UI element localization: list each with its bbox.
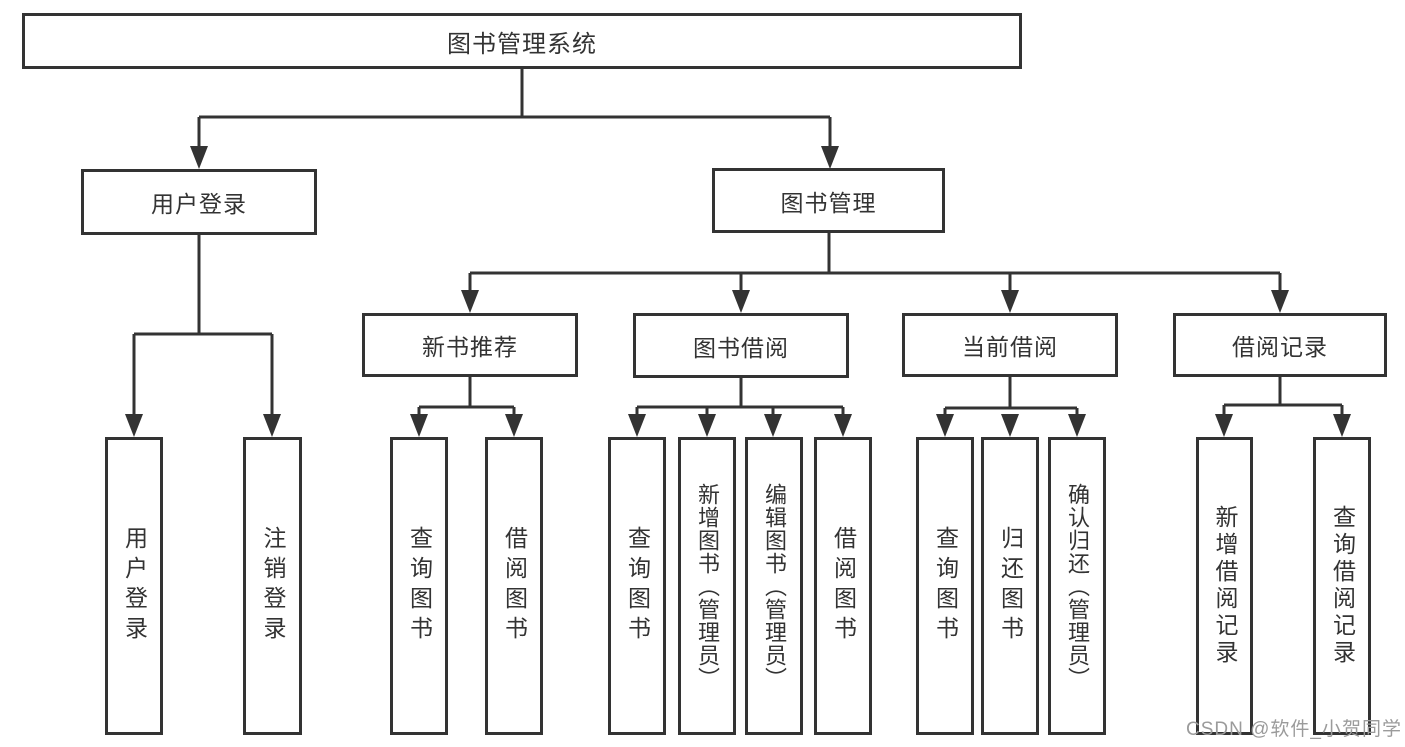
connector-current-to-leaves <box>943 377 1079 416</box>
leaf-edit-books-admin-label: 编辑图书（管理员） <box>762 482 787 690</box>
leaf-current-query-books: 查询图书 <box>916 437 974 735</box>
node-current-borrowing: 当前借阅 <box>902 313 1118 377</box>
connector-root-to-level2 <box>197 69 832 148</box>
leaf-borrow-books-label: 借阅图书 <box>830 526 857 646</box>
node-current-borrowing-label: 当前借阅 <box>962 334 1058 360</box>
leaf-add-borrow-record-label: 新增借阅记录 <box>1212 505 1238 667</box>
node-book-management-label: 图书管理 <box>780 189 877 216</box>
leaf-current-query-books-label: 查询图书 <box>932 526 959 646</box>
node-borrowing-records: 借阅记录 <box>1173 313 1387 377</box>
connector-records-to-leaves <box>1222 377 1344 416</box>
node-book-management: 图书管理 <box>712 168 945 233</box>
arrowheads <box>125 146 1351 437</box>
connector-borrowing-to-leaves <box>635 377 845 416</box>
leaf-confirm-return-admin-label: 确认归还（管理员） <box>1065 482 1090 690</box>
leaf-query-borrow-record: 查询借阅记录 <box>1313 437 1371 735</box>
leaf-query-borrow-record-label: 查询借阅记录 <box>1329 505 1356 667</box>
leaf-borrowing-query-books: 查询图书 <box>608 437 666 735</box>
leaf-recommend-borrow-books-label: 借阅图书 <box>501 526 528 646</box>
leaf-return-books: 归还图书 <box>981 437 1039 735</box>
leaf-add-books-admin-label: 新增图书（管理员） <box>695 482 720 690</box>
leaf-logout: 注销登录 <box>243 437 302 735</box>
leaf-recommend-query-books-label: 查询图书 <box>406 526 433 646</box>
node-book-borrowing-label: 图书借阅 <box>693 334 789 361</box>
node-user-login-label: 用户登录 <box>151 191 247 217</box>
node-root-system: 图书管理系统 <box>22 13 1022 69</box>
node-new-book-recommend: 新书推荐 <box>362 313 578 377</box>
node-new-book-recommend-label: 新书推荐 <box>422 334 518 360</box>
node-user-login: 用户登录 <box>81 169 317 235</box>
leaf-add-borrow-record: 新增借阅记录 <box>1196 437 1253 735</box>
connector-bookmgmt-to-level3 <box>468 233 1282 292</box>
leaf-borrowing-query-books-label: 查询图书 <box>624 526 651 646</box>
node-borrowing-records-label: 借阅记录 <box>1232 334 1328 360</box>
leaf-user-login-label: 用户登录 <box>121 526 148 646</box>
leaf-confirm-return-admin: 确认归还（管理员） <box>1048 437 1106 735</box>
leaf-recommend-borrow-books: 借阅图书 <box>485 437 543 735</box>
node-book-borrowing: 图书借阅 <box>633 313 849 378</box>
csdn-watermark: CSDN @软件_小贺同学 <box>1186 719 1402 740</box>
leaf-recommend-query-books: 查询图书 <box>390 437 448 735</box>
leaf-user-login: 用户登录 <box>105 437 163 735</box>
node-root-system-label: 图书管理系统 <box>447 30 597 58</box>
leaf-add-books-admin: 新增图书（管理员） <box>678 437 736 735</box>
connector-newbook-to-leaves <box>417 377 516 416</box>
connector-userlogin-to-leaves <box>132 235 274 416</box>
leaf-return-books-label: 归还图书 <box>997 526 1024 646</box>
leaf-edit-books-admin: 编辑图书（管理员） <box>745 437 803 735</box>
leaf-borrow-books: 借阅图书 <box>814 437 872 735</box>
leaf-logout-label: 注销登录 <box>260 526 286 646</box>
